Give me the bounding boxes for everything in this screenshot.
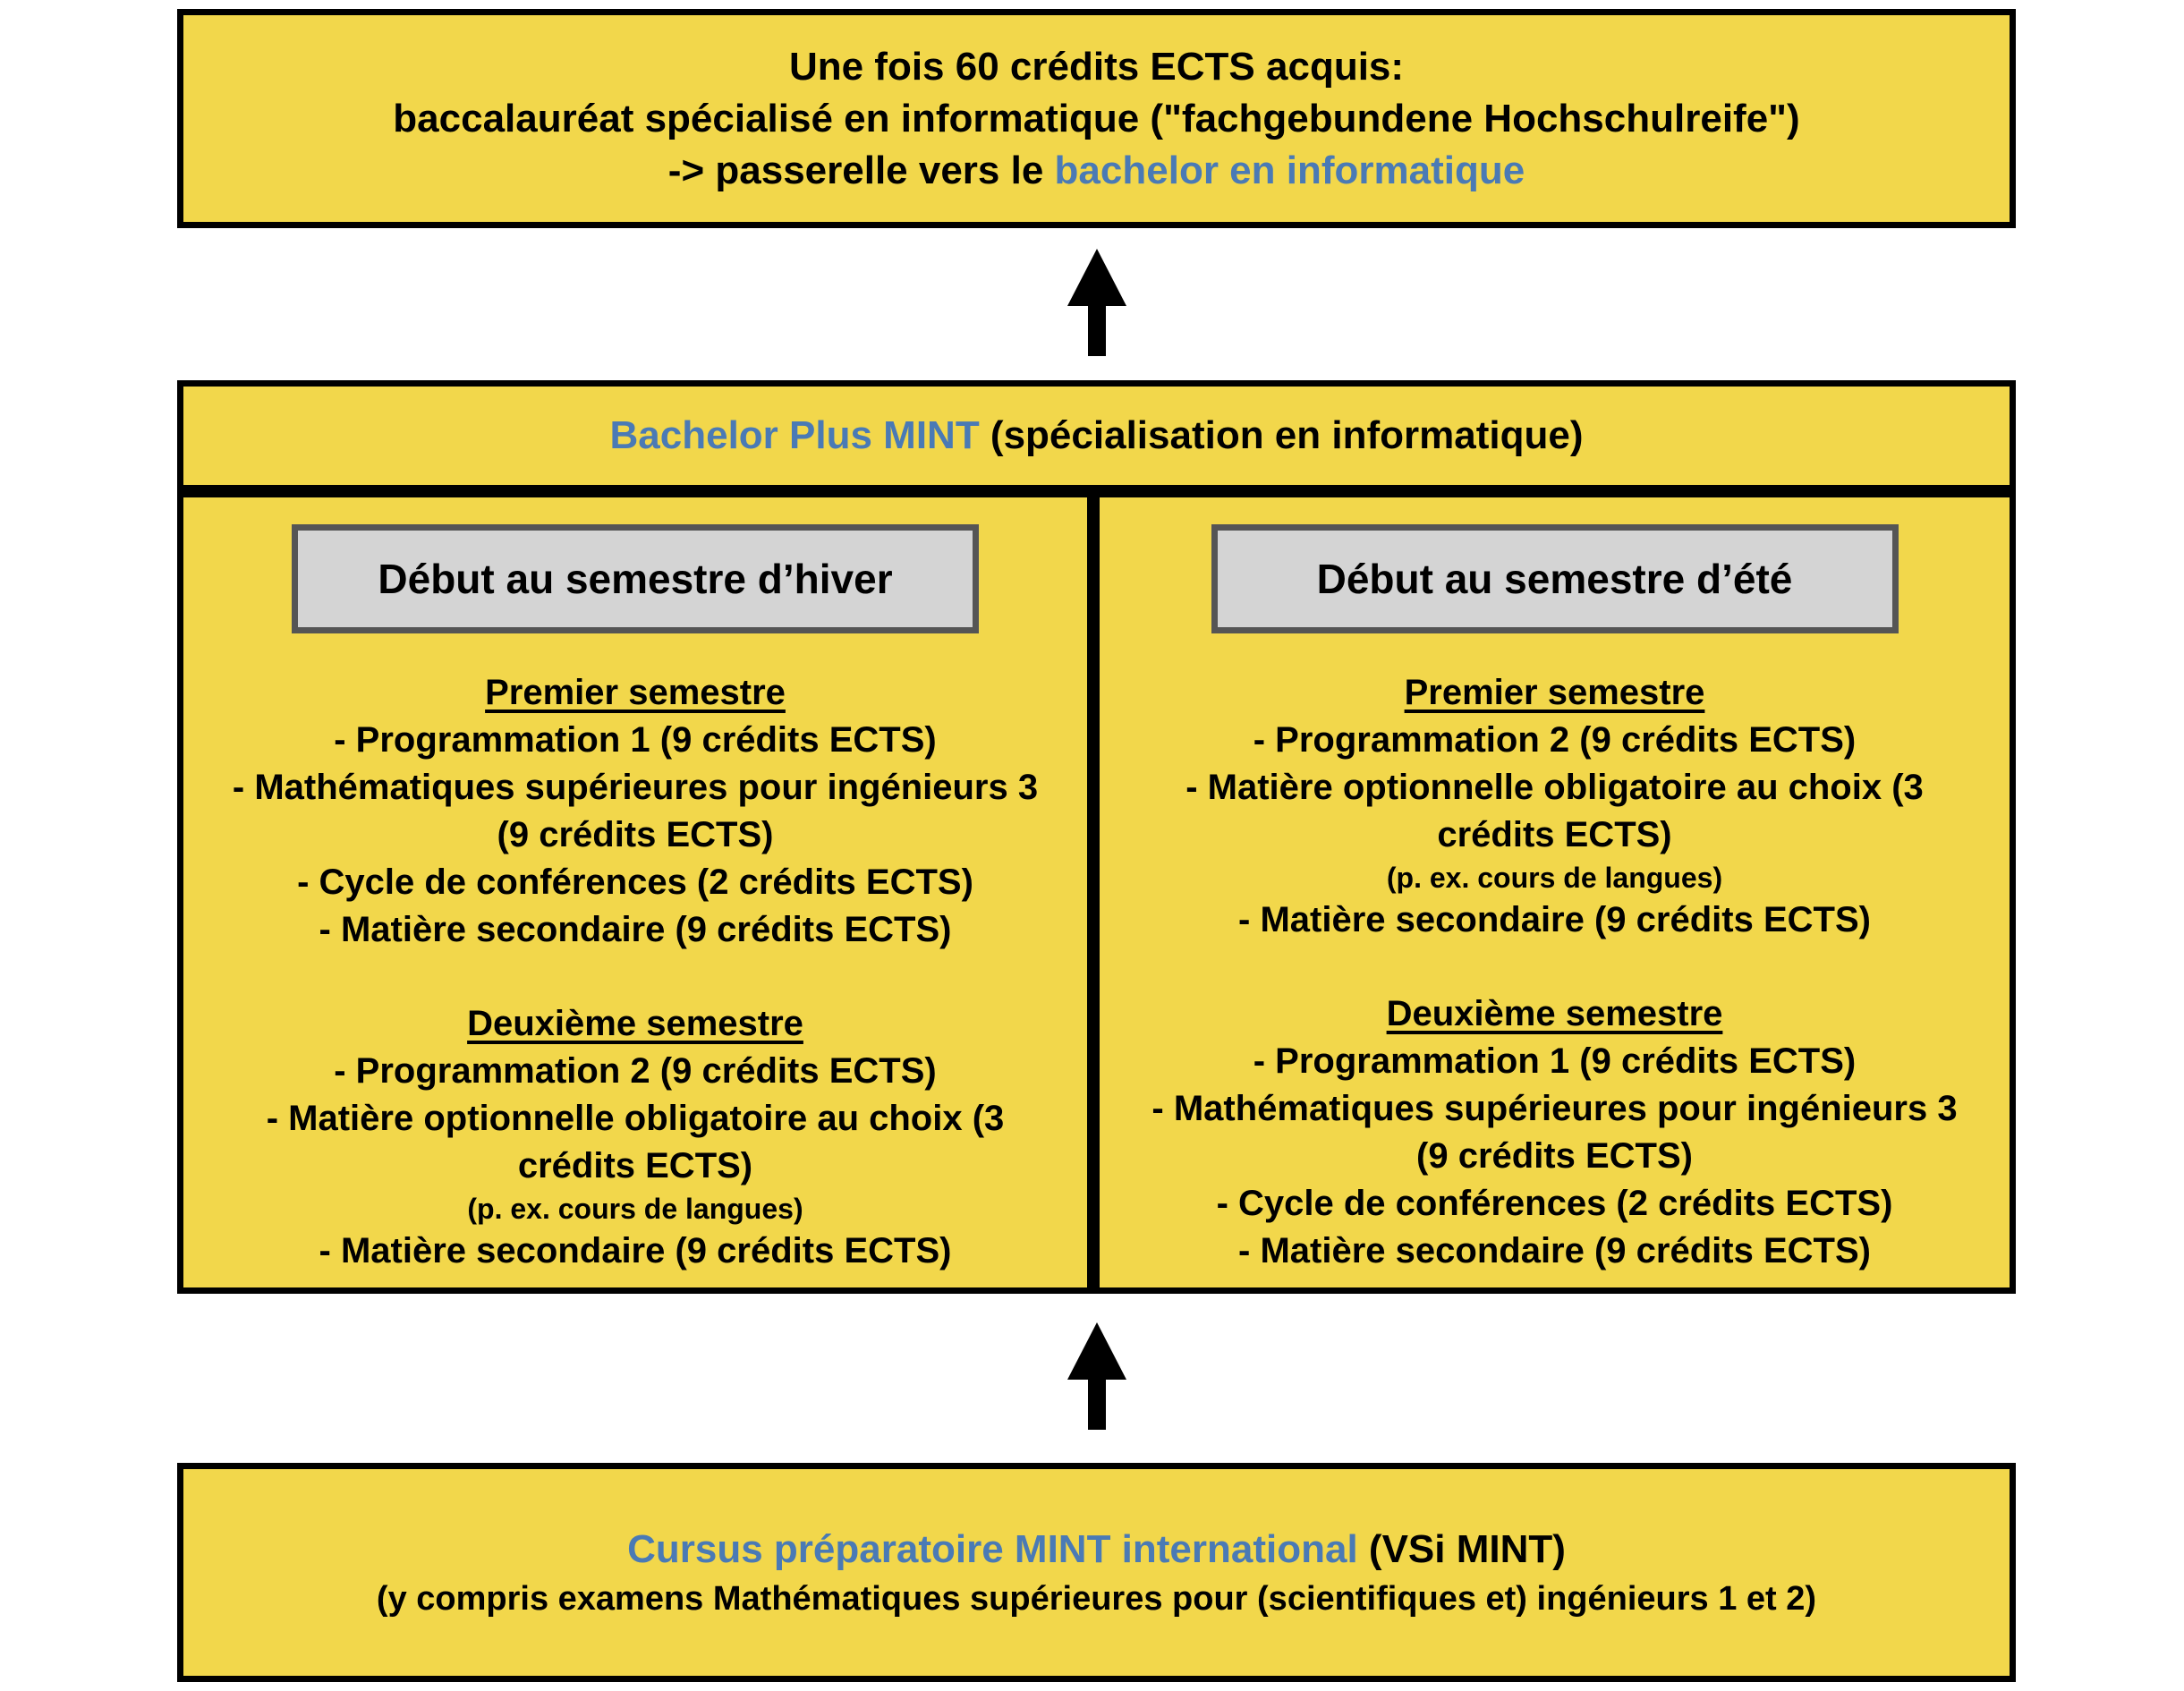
summer-sem2-line: (9 crédits ECTS) <box>1416 1136 1693 1176</box>
summer-sem1-line: - Matière optionnelle obligatoire au cho… <box>1185 768 1924 807</box>
summer-sem2-line: - Mathématiques supérieures pour ingénie… <box>1151 1089 1958 1128</box>
preparatory-course-link[interactable]: Cursus préparatoire MINT international <box>627 1526 1358 1571</box>
winter-sem2-line: crédits ECTS) <box>517 1146 753 1185</box>
bachelor-title-suffix: (spécialisation en informatique) <box>979 413 1584 457</box>
spacer <box>1151 944 1957 990</box>
summer-start-heading: Début au semestre d’été <box>1211 524 1899 633</box>
summer-sem2-title: Deuxième semestre <box>1386 994 1723 1033</box>
summer-sem1-note: (p. ex. cours de langues) <box>1386 862 1723 894</box>
up-arrow-icon <box>1067 1322 1126 1430</box>
summer-sem2-line: - Programmation 1 (9 crédits ECTS) <box>1253 1041 1857 1081</box>
up-arrow-icon <box>1067 249 1126 356</box>
outcome-line-3-prefix: -> passerelle vers le <box>667 148 1055 192</box>
summer-sem1-line: crédits ECTS) <box>1437 815 1672 854</box>
preparatory-course-box: Cursus préparatoire MINT international (… <box>177 1463 2016 1682</box>
winter-sem1-line: - Programmation 1 (9 crédits ECTS) <box>334 720 937 760</box>
summer-sem1-line: - Matière secondaire (9 crédits ECTS) <box>1238 900 1871 939</box>
bachelor-plus-mint-link[interactable]: Bachelor Plus MINT <box>609 413 980 457</box>
winter-sem1-line: - Matière secondaire (9 crédits ECTS) <box>319 910 952 949</box>
winter-sem1-line: - Cycle de conférences (2 crédits ECTS) <box>297 862 973 902</box>
summer-sem1-line: - Programmation 2 (9 crédits ECTS) <box>1253 720 1857 760</box>
winter-sem1-line: - Mathématiques supérieures pour ingénie… <box>232 768 1039 807</box>
outcome-box: Une fois 60 crédits ECTS acquis: baccala… <box>177 9 2016 228</box>
bachelor-plus-mint-header: Bachelor Plus MINT (spécialisation en in… <box>177 380 2016 491</box>
summer-sem1-title: Premier semestre <box>1404 673 1705 712</box>
winter-sem2-title: Deuxième semestre <box>467 1004 803 1043</box>
winter-sem2-line: - Matière optionnelle obligatoire au cho… <box>266 1099 1005 1138</box>
summer-curriculum: Premier semestre - Programmation 2 (9 cr… <box>1151 669 1957 1275</box>
preparatory-course-suffix: (VSi MINT) <box>1357 1526 1566 1571</box>
winter-curriculum: Premier semestre - Programmation 1 (9 cr… <box>233 669 1038 1275</box>
bachelor-title: Bachelor Plus MINT (spécialisation en in… <box>610 410 1584 462</box>
outcome-line-3: -> passerelle vers le bachelor en inform… <box>668 145 1525 197</box>
bachelor-informatique-link[interactable]: bachelor en informatique <box>1054 148 1525 192</box>
outcome-line-1: Une fois 60 crédits ECTS acquis: <box>788 44 1405 89</box>
preparatory-course-title: Cursus préparatoire MINT international (… <box>627 1524 1566 1576</box>
winter-sem1-title: Premier semestre <box>485 673 786 712</box>
preparatory-course-note: (y compris examens Mathématiques supérie… <box>376 1579 1817 1618</box>
outcome-line-2: baccalauréat spécialisé en informatique … <box>393 96 1800 140</box>
winter-sem1-line: (9 crédits ECTS) <box>497 815 774 854</box>
spacer <box>233 954 1038 1000</box>
winter-sem2-line: - Matière secondaire (9 crédits ECTS) <box>319 1231 952 1270</box>
summer-sem2-line: - Matière secondaire (9 crédits ECTS) <box>1238 1231 1871 1270</box>
summer-start-column: Début au semestre d’été Premier semestre… <box>1093 491 2016 1294</box>
winter-start-column: Début au semestre d’hiver Premier semest… <box>177 491 1093 1294</box>
winter-sem2-line: - Programmation 2 (9 crédits ECTS) <box>334 1051 937 1091</box>
winter-start-heading: Début au semestre d’hiver <box>292 524 979 633</box>
summer-sem2-line: - Cycle de conférences (2 crédits ECTS) <box>1216 1184 1893 1223</box>
winter-sem2-note: (p. ex. cours de langues) <box>467 1193 803 1225</box>
